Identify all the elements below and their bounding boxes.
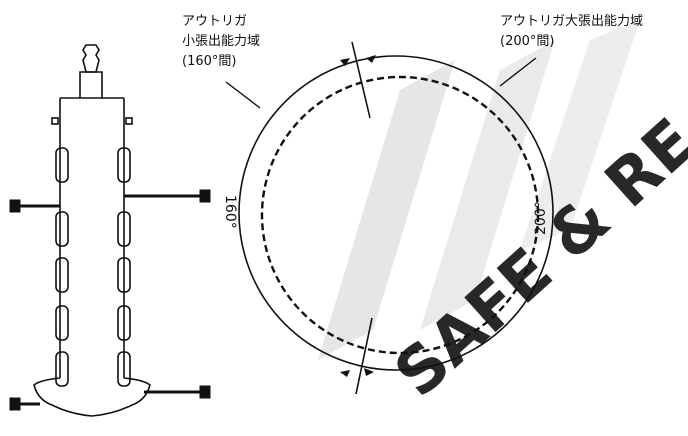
- boom: [79, 71, 103, 99]
- wheel: [117, 257, 131, 293]
- wheel: [55, 147, 69, 183]
- large-zone-label: アウトリガ大張出能力域 (200°間): [500, 14, 643, 49]
- inner-dashed-circle: [260, 75, 540, 355]
- wheel: [117, 211, 131, 247]
- leader-line-large: [499, 57, 537, 87]
- wheel: [55, 351, 69, 387]
- small-zone-label-line3: (160°間): [182, 54, 236, 69]
- leader-line-small: [225, 81, 261, 109]
- watermark-stripe: [520, 20, 640, 250]
- small-zone-label-line2: 小張出能力域: [182, 34, 260, 49]
- boom-tip: [82, 44, 100, 73]
- outrigger-pad: [199, 385, 211, 399]
- wheel: [117, 351, 131, 387]
- small-zone-label-line1: アウトリガ: [182, 14, 247, 29]
- wheel: [55, 211, 69, 247]
- arrowhead: [340, 58, 350, 66]
- watermark-stripe: [318, 60, 455, 360]
- arrowhead: [364, 368, 374, 376]
- mirror: [125, 117, 133, 125]
- watermark-stripe: [420, 40, 555, 330]
- outer-capacity-circle: [238, 55, 554, 371]
- watermark: SAFE & RE: [318, 20, 688, 412]
- zone-boundary-bottom: [355, 317, 373, 395]
- wheel: [117, 305, 131, 341]
- angle-label-200: 200°: [533, 201, 549, 235]
- outrigger-pad: [9, 397, 21, 411]
- wheel: [117, 147, 131, 183]
- mirror: [51, 117, 59, 125]
- small-zone-label: アウトリガ 小張出能力域 (160°間): [182, 14, 260, 69]
- large-zone-label-line2: (200°間): [500, 34, 554, 49]
- arrowhead: [340, 370, 350, 377]
- arrowhead: [366, 55, 376, 63]
- carrier-body: [33, 97, 151, 417]
- outrigger-pad: [9, 199, 21, 213]
- zone-boundary-top: [351, 41, 371, 119]
- wheel: [55, 257, 69, 293]
- wheel: [55, 305, 69, 341]
- large-zone-label-line1: アウトリガ大張出能力域: [500, 14, 643, 29]
- outriggers: [9, 189, 211, 411]
- crane-top-view: [33, 44, 151, 417]
- outrigger-pad: [199, 189, 211, 203]
- angle-label-160: 160°: [222, 195, 238, 229]
